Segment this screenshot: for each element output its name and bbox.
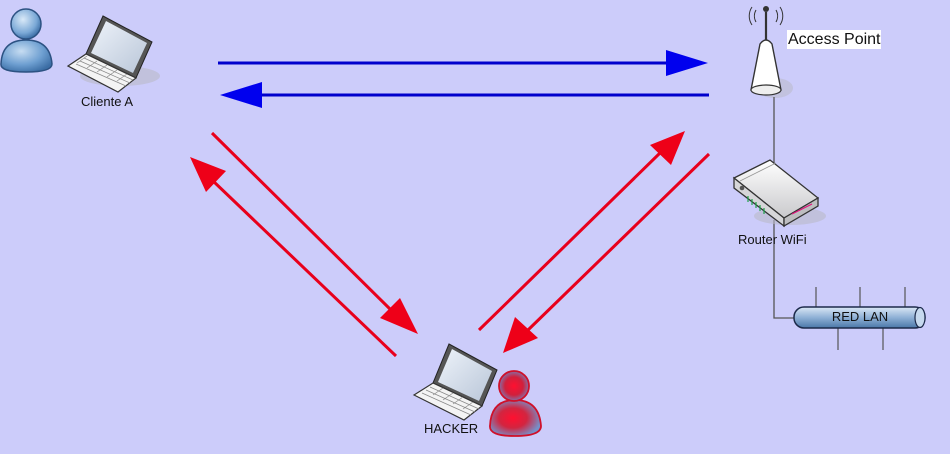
- client-label: Cliente A: [81, 94, 134, 109]
- arrow-client-to-ap: [218, 50, 708, 76]
- arrow-ap-to-client: [220, 82, 709, 108]
- access-point-icon: [748, 6, 793, 98]
- router-lan-cable: [773, 220, 795, 319]
- router-label: Router WiFi: [738, 232, 807, 247]
- arrow-hacker-to-client: [190, 157, 398, 358]
- hacker-laptop-icon: [412, 343, 498, 421]
- hacker-user-icon: [489, 370, 542, 437]
- lan-label: RED LAN: [831, 309, 889, 324]
- router-icon: [732, 159, 826, 228]
- access-point-label: Access Point: [787, 30, 882, 49]
- arrow-hacker-to-ap: [477, 131, 685, 332]
- arrow-client-to-hacker: [210, 131, 418, 334]
- client-user-icon: [0, 8, 53, 73]
- arrow-ap-to-hacker: [503, 152, 711, 353]
- hacker-label: HACKER: [424, 421, 479, 436]
- client-laptop-icon: [66, 15, 160, 93]
- lan-bus-icon: [793, 287, 926, 350]
